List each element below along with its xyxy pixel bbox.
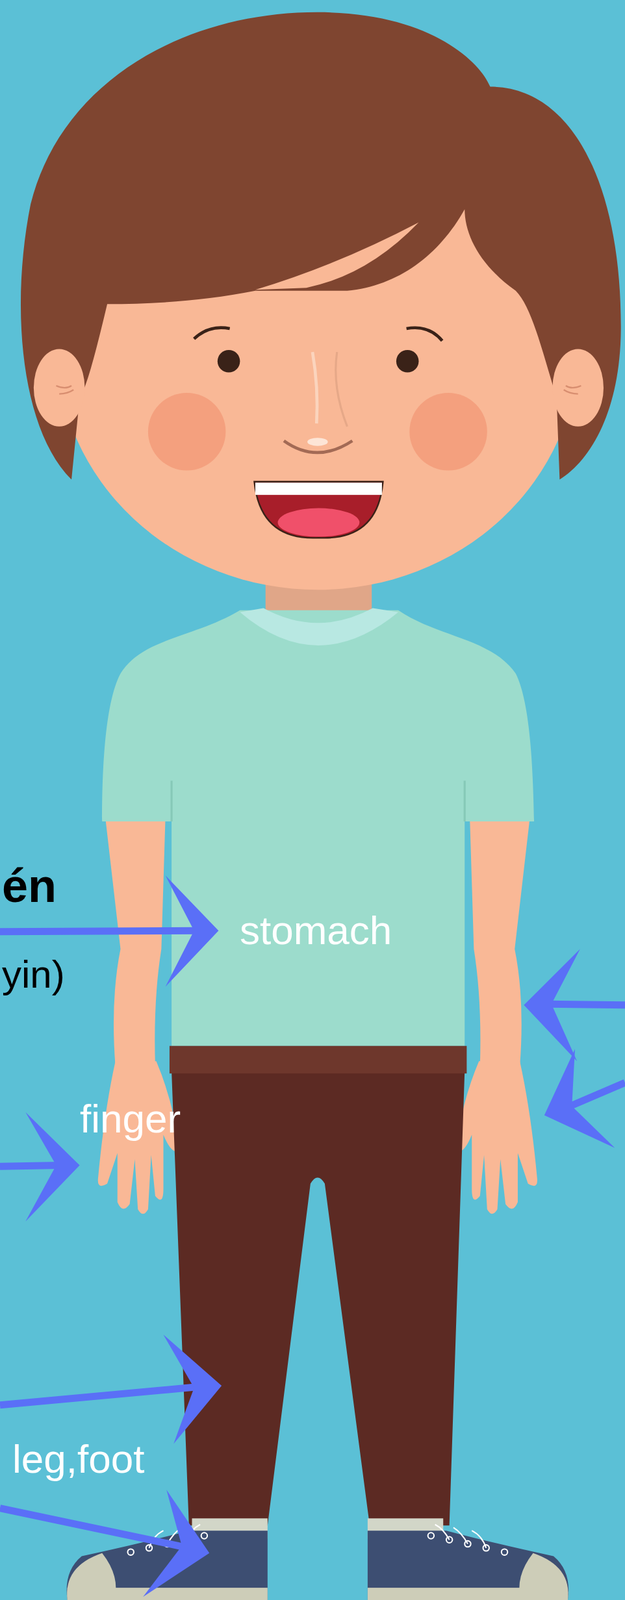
arm: [469, 816, 531, 1067]
part-label: leg,foot: [12, 1439, 145, 1480]
pants: [171, 1071, 465, 1527]
part-label: én: [1, 862, 57, 910]
cheek: [409, 393, 487, 471]
sole: [367, 1588, 568, 1600]
arrowhead: [523, 949, 580, 1062]
lace: [435, 1525, 487, 1549]
tongue: [278, 508, 360, 538]
part-label: finger: [79, 1099, 181, 1140]
shoe: [367, 1531, 569, 1600]
eye: [217, 350, 241, 373]
eyebrow: [406, 328, 443, 342]
pointer-line: [0, 1387, 200, 1406]
pointer-line: [547, 1004, 625, 1006]
arm: [98, 816, 180, 1215]
mouth: [254, 482, 383, 539]
eye: [396, 350, 420, 373]
pointer-line: [0, 1166, 62, 1168]
arrowhead: [544, 1049, 615, 1148]
part-label: yin): [1, 955, 65, 995]
nose: [335, 352, 348, 427]
sleeve-seam: [171, 780, 465, 822]
nose: [307, 437, 328, 447]
hair-parting: [255, 222, 420, 291]
eyelet: [201, 1533, 208, 1540]
collar: [239, 608, 399, 646]
eyelet: [127, 1549, 134, 1556]
arrowhead: [25, 1112, 80, 1223]
nose: [312, 352, 318, 424]
ear: [552, 348, 604, 427]
pointer-line: [0, 1509, 184, 1549]
eyebrow: [194, 328, 230, 340]
pointer-line: [567, 1083, 625, 1108]
laces: [428, 1525, 509, 1557]
hair: [20, 12, 622, 481]
shirt: [102, 610, 535, 1047]
eyelet: [501, 1549, 508, 1556]
cheek: [148, 393, 226, 471]
arrowhead: [165, 875, 219, 987]
arm: [105, 816, 166, 1067]
arm: [455, 816, 538, 1215]
sole: [67, 1588, 268, 1600]
teeth: [255, 482, 383, 496]
belt: [169, 1046, 467, 1074]
ear: [33, 348, 86, 427]
ear-detail: [55, 385, 74, 395]
arrowhead: [142, 1490, 210, 1598]
pointer-arrows: [0, 875, 625, 1598]
part-label: stomach: [239, 910, 392, 952]
shoe: [367, 1518, 569, 1600]
hand: [455, 1061, 538, 1215]
ear-detail: [563, 385, 582, 395]
arrowhead: [163, 1335, 223, 1445]
eyelet: [428, 1533, 434, 1540]
pointer-line: [0, 931, 200, 933]
